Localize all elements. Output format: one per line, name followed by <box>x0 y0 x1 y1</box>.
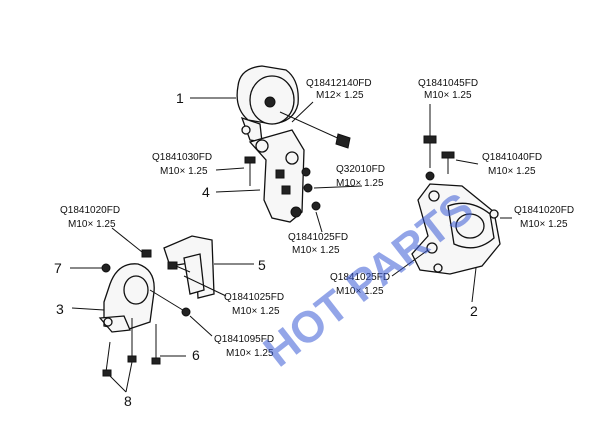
label-bolt-top-size: M12× 1.25 <box>316 90 364 101</box>
label-bolt-tr-code: Q1841045FD <box>418 78 478 89</box>
label-bolt-1020l-code: Q1841020FD <box>60 205 120 216</box>
bolt-q1841025fd-left <box>167 261 191 273</box>
bolt-q1841020fd-left <box>141 249 152 258</box>
leader-lines <box>70 97 512 393</box>
bolt-q1841030fd <box>244 156 256 186</box>
label-bolt-1025c-code: Q1841025FD <box>224 292 284 303</box>
label-bolt-1095-code: Q1841095FD <box>214 334 274 345</box>
callout-8: 8 <box>124 393 132 409</box>
bolt-q1841045fd <box>423 135 437 168</box>
label-bolt-1025c-size: M10× 1.25 <box>232 306 280 317</box>
part-3-lower-mount <box>98 263 155 333</box>
bolt-q1841040fd <box>441 151 455 174</box>
label-bolt-1040-size: M10× 1.25 <box>488 166 536 177</box>
part-4-bracket <box>248 129 321 223</box>
label-bolt-1020r-size: M10× 1.25 <box>520 219 568 230</box>
bolt-q1841095fd <box>149 289 191 317</box>
label-bolt-tr-size: M10× 1.25 <box>424 90 472 101</box>
label-nut-q32-size: M10× 1.25 <box>336 178 384 189</box>
callout-4: 4 <box>202 184 210 200</box>
callout-numbers: 1 2 3 4 5 6 7 8 <box>54 90 478 409</box>
label-bolt-1030-size: M10× 1.25 <box>160 166 208 177</box>
label-bolt-1040-code: Q1841040FD <box>482 152 542 163</box>
bolts-8-and-6 <box>102 318 161 377</box>
callout-1: 1 <box>176 90 184 106</box>
callout-7: 7 <box>54 260 62 276</box>
label-bolt-1030-code: Q1841030FD <box>152 152 212 163</box>
label-bolt-1020l-size: M10× 1.25 <box>68 219 116 230</box>
label-bolt-1025a-code: Q1841025FD <box>288 232 348 243</box>
callout-3: 3 <box>56 301 64 317</box>
bolt-m12-long <box>279 111 351 149</box>
callout-2: 2 <box>470 303 478 319</box>
label-bolt-1025b-code: Q1841025FD <box>330 272 390 283</box>
label-bolt-1095-size: M10× 1.25 <box>226 348 274 359</box>
part-labels: Q18412140FD M12× 1.25 Q1841045FD M10× 1.… <box>60 78 574 359</box>
part-1-upper-mount <box>236 65 299 143</box>
callout-5: 5 <box>258 257 266 273</box>
nut-7 <box>101 263 111 273</box>
label-bolt-top-code: Q18412140FD <box>306 78 372 89</box>
label-bolt-1025b-size: M10× 1.25 <box>336 286 384 297</box>
label-nut-q32-code: Q32010FD <box>336 164 385 175</box>
callout-6: 6 <box>192 347 200 363</box>
label-bolt-1025a-size: M10× 1.25 <box>292 245 340 256</box>
label-bolt-1020r-code: Q1841020FD <box>514 205 574 216</box>
part-2-right-mount <box>411 171 501 275</box>
